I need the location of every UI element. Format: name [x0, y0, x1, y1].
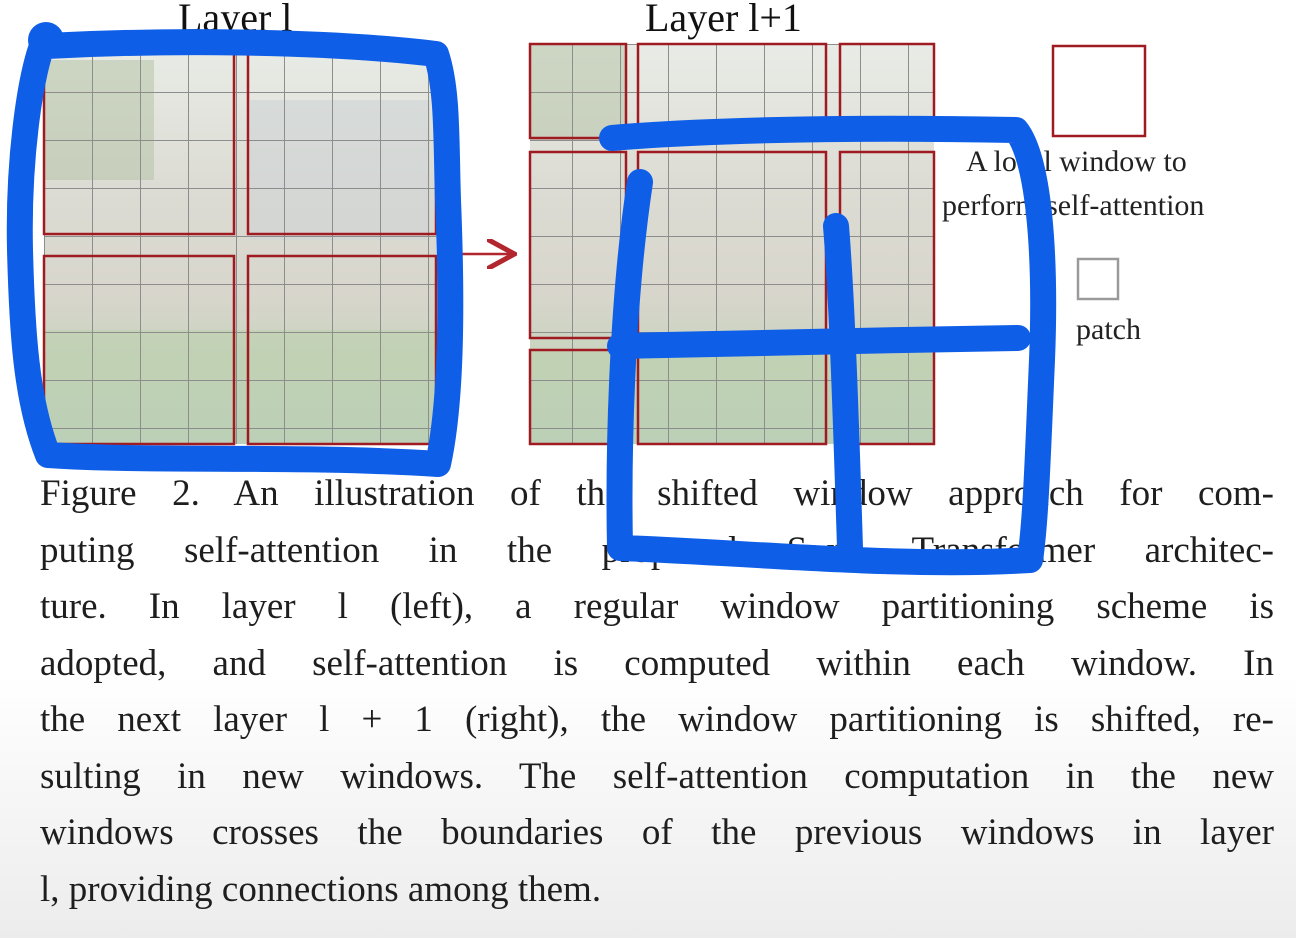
layer-l1-panel — [528, 42, 936, 446]
legend-window-line1: A local window to — [966, 145, 1187, 178]
layer-l-panel — [42, 42, 438, 446]
legend-patch-swatch — [1076, 257, 1120, 301]
swin-figure — [42, 42, 1147, 446]
caption-line: puting self-attention in the proposed Sw… — [40, 529, 1274, 571]
caption-line: Figure 2. An illustration of the shifted… — [40, 473, 1274, 514]
legend-window-line2: perform self-attention — [942, 189, 1205, 222]
caption-line: l, providing connections among them. — [40, 868, 602, 910]
layer-l-title: Layer l — [178, 0, 293, 40]
layer-l1-title: Layer l+1 — [645, 0, 802, 40]
legend-window-swatch — [1051, 44, 1147, 138]
caption-line: windows crosses the boundaries of the pr… — [40, 812, 1274, 853]
caption-line: sulting in new windows. The self-attenti… — [40, 755, 1274, 797]
caption-line: ture. In layer l (left), a regular windo… — [40, 586, 1274, 627]
legend-patch-label: patch — [1076, 313, 1141, 346]
caption-line: the next layer l + 1 (right), the window… — [40, 699, 1274, 740]
shifted-window-1 — [528, 42, 628, 140]
caption-line: adopted, and self-attention is computed … — [40, 642, 1274, 684]
figure-caption: Figure 2. An illustration of the shifted… — [40, 466, 1274, 918]
